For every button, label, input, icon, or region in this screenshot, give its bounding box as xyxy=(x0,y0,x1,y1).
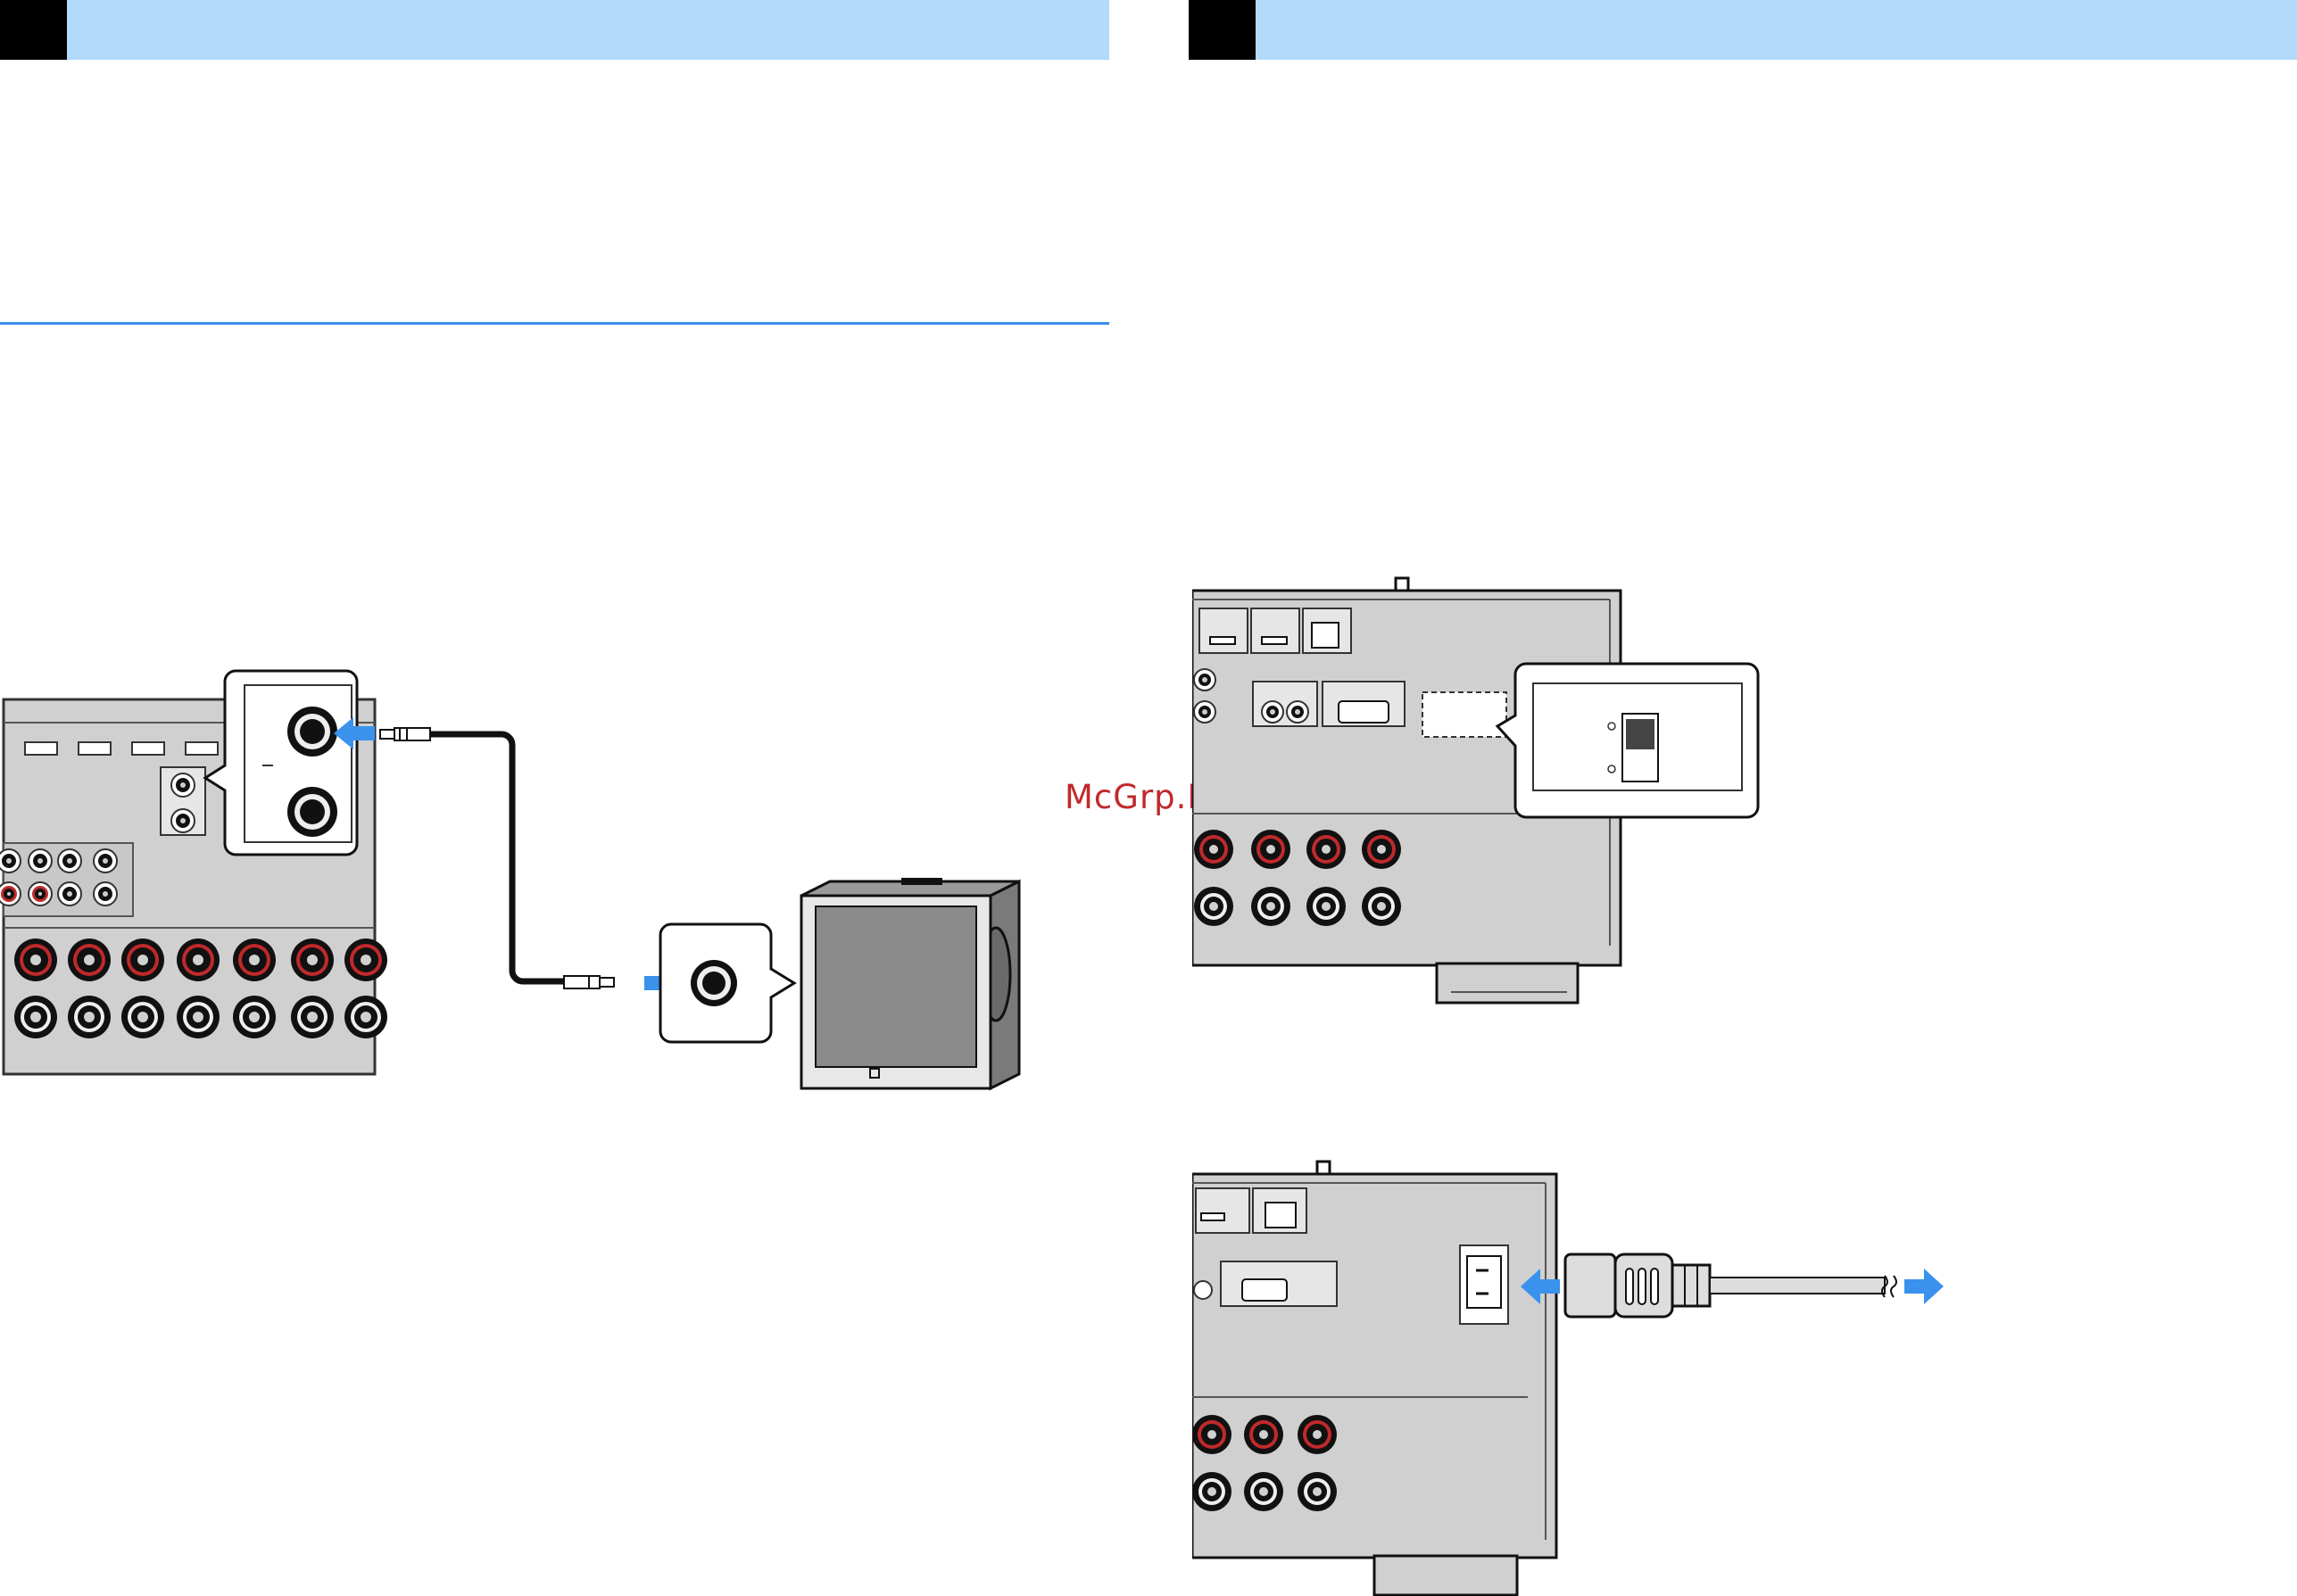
right-header-bar xyxy=(1256,0,2297,60)
left-header-marker xyxy=(0,0,67,60)
subwoofer-pre-out-callout xyxy=(203,669,359,856)
power-cord xyxy=(1709,1275,1897,1298)
power-cord-illustration xyxy=(1192,1160,1944,1596)
left-arrow-icon xyxy=(1521,1269,1560,1304)
right-arrow-icon xyxy=(1904,1269,1944,1304)
voltage-selector-illustration xyxy=(1192,576,1760,1005)
left-header-bar xyxy=(67,0,1109,60)
right-header-marker xyxy=(1189,0,1256,60)
power-plug xyxy=(1563,1253,1712,1319)
voltage-selector-callout xyxy=(1495,662,1760,819)
receiver-rear-panel xyxy=(1192,1160,1558,1596)
subwoofer-input-callout xyxy=(659,922,797,1044)
mono-pin-cable xyxy=(379,727,615,989)
subwoofer xyxy=(800,878,1021,1091)
section-divider xyxy=(0,322,1109,325)
subwoofer-connection-illustration xyxy=(0,669,1021,1091)
left-arrow-icon xyxy=(334,717,375,749)
